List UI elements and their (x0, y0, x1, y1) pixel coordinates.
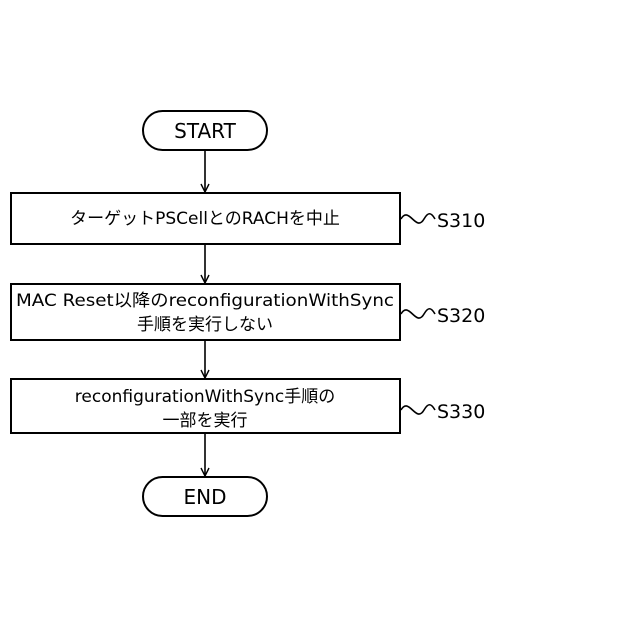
step-label-s320: S320 (401, 305, 485, 327)
process-text-s330-line1: reconfigurationWithSync手順の (75, 387, 335, 407)
end-label: END (184, 485, 227, 509)
process-text-s330-line2: 一部を実行 (163, 411, 248, 431)
step-label-s330: S330 (401, 401, 485, 423)
end-terminal: END (143, 477, 267, 516)
process-box-s330: reconfigurationWithSync手順の 一部を実行 (11, 379, 400, 433)
step-id-s320: S320 (437, 305, 485, 327)
process-box-s320: MAC Reset以降のreconfigurationWithSync 手順を実… (11, 284, 400, 340)
process-text-s310-line1: ターゲットPSCellとのRACHを中止 (70, 209, 340, 229)
leader-squiggle-s320 (401, 309, 435, 318)
process-text-s320-line1: MAC Reset以降のreconfigurationWithSync (16, 291, 394, 311)
process-text-s320-line2: 手順を実行しない (137, 315, 273, 335)
step-id-s330: S330 (437, 401, 485, 423)
step-id-s310: S310 (437, 210, 485, 232)
process-box-s310: ターゲットPSCellとのRACHを中止 (11, 193, 400, 244)
leader-squiggle-s330 (401, 405, 435, 414)
leader-squiggle-s310 (401, 214, 435, 223)
start-terminal: START (143, 111, 267, 150)
step-label-s310: S310 (401, 210, 485, 232)
start-label: START (174, 119, 236, 143)
